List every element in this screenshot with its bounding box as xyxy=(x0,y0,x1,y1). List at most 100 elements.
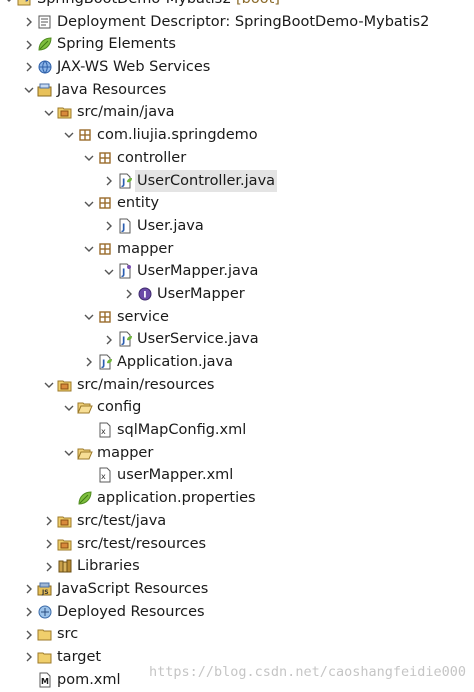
source-folder-icon xyxy=(57,513,73,529)
chevron-right-icon[interactable] xyxy=(102,328,116,351)
chevron-right-icon[interactable] xyxy=(42,533,56,556)
java-file-spring-icon: J xyxy=(97,354,113,370)
chevron-right-icon[interactable] xyxy=(22,646,36,669)
tree-item-label: sqlMapConfig.xml xyxy=(117,422,247,439)
tree-item-java-resources[interactable]: Java Resources xyxy=(0,79,474,102)
xml-file-icon: x xyxy=(97,467,113,483)
tree-item-file-userservice-java[interactable]: J UserService.java xyxy=(0,328,474,351)
tree-item-deployed-resources[interactable]: Deployed Resources xyxy=(0,601,474,624)
tree-item-folder-mapper[interactable]: mapper xyxy=(0,442,474,465)
tree-item-folder-config[interactable]: config xyxy=(0,396,474,419)
tree-item-label: src/test/java xyxy=(77,512,167,529)
tree-item-label: src/main/resources xyxy=(77,376,215,393)
chevron-down-icon[interactable] xyxy=(22,79,36,102)
tree-item-label: pom.xml xyxy=(57,671,121,688)
chevron-right-icon[interactable] xyxy=(22,601,36,624)
tree-item-label: target xyxy=(57,648,102,665)
chevron-down-icon[interactable] xyxy=(62,124,76,147)
tree-item-folder-target[interactable]: target xyxy=(0,646,474,669)
tree-item-spring-elements[interactable]: Spring Elements xyxy=(0,33,474,56)
tree-item-label: config xyxy=(97,399,142,416)
tree-item-folder-src[interactable]: src xyxy=(0,623,474,646)
tree-item-label: Java Resources xyxy=(57,81,167,98)
project-decoration: [boot] xyxy=(236,0,280,11)
tree-item-project-springbootdemo[interactable]: JSpringBootDemo-Mybatis2[boot] xyxy=(0,0,474,11)
chevron-right-icon[interactable] xyxy=(22,33,36,56)
tree-item-label: Application.java xyxy=(117,354,234,370)
tree-item-label: UserService.java xyxy=(137,331,259,348)
package-icon xyxy=(97,309,113,325)
tree-item-jax-ws-web-services[interactable]: JAX-WS Web Services xyxy=(0,56,474,79)
tree-item-label: Libraries xyxy=(77,558,140,575)
chevron-down-icon[interactable] xyxy=(82,192,96,215)
chevron-right-icon[interactable] xyxy=(82,351,96,374)
tree-item-label: JavaScript Resources xyxy=(57,580,209,597)
tree-item-src-main-resources[interactable]: src/main/resources xyxy=(0,374,474,397)
svg-text:J: J xyxy=(121,336,125,346)
chevron-right-icon[interactable] xyxy=(42,555,56,578)
chevron-right-icon[interactable] xyxy=(22,11,36,34)
chevron-right-icon[interactable] xyxy=(122,283,136,306)
folder-open-icon xyxy=(77,445,93,461)
tree-item-package-service[interactable]: service xyxy=(0,306,474,329)
chevron-down-icon[interactable] xyxy=(102,260,116,283)
chevron-down-icon[interactable] xyxy=(62,396,76,419)
chevron-right-icon[interactable] xyxy=(22,578,36,601)
tree-item-label: Spring Elements xyxy=(57,36,176,53)
tree-item-package-controller[interactable]: controller xyxy=(0,147,474,170)
spring-leaf-icon xyxy=(37,36,53,52)
tree-item-label: src/main/java xyxy=(77,104,175,121)
source-folder-icon xyxy=(57,104,73,120)
svg-text:J: J xyxy=(121,178,125,188)
maven-pom-icon: M xyxy=(37,672,53,688)
svg-text:J: J xyxy=(121,268,125,278)
tree-item-file-application-properties[interactable]: application.properties xyxy=(0,487,474,510)
chevron-right-icon[interactable] xyxy=(22,623,36,646)
chevron-right-icon[interactable] xyxy=(42,510,56,533)
package-icon xyxy=(97,241,113,257)
chevron-down-icon[interactable] xyxy=(82,238,96,261)
tree-item-label: mapper xyxy=(97,444,154,461)
svg-text:JS: JS xyxy=(41,589,49,596)
chevron-down-icon[interactable] xyxy=(82,147,96,170)
tree-item-deployment-descriptor[interactable]: Deployment Descriptor: SpringBootDemo-My… xyxy=(0,11,474,34)
tree-item-src-test-resources[interactable]: src/test/resources xyxy=(0,533,474,556)
folder-open-icon xyxy=(77,399,93,415)
tree-item-label: controller xyxy=(117,149,187,166)
tree-item-src-test-java[interactable]: src/test/java xyxy=(0,510,474,533)
java-file-interface-icon: J xyxy=(117,263,133,279)
tree-item-label: src/test/resources xyxy=(77,535,207,552)
chevron-down-icon[interactable] xyxy=(42,101,56,124)
chevron-right-icon[interactable] xyxy=(22,56,36,79)
package-icon xyxy=(77,127,93,143)
chevron-down-icon[interactable] xyxy=(2,0,16,11)
deployed-resources-icon xyxy=(37,604,53,620)
chevron-down-icon[interactable] xyxy=(82,306,96,329)
tree-item-label: com.liujia.springdemo xyxy=(97,127,258,144)
chevron-right-icon[interactable] xyxy=(102,170,116,193)
tree-item-javascript-resources[interactable]: JS JavaScript Resources xyxy=(0,578,474,601)
tree-item-src-main-java[interactable]: src/main/java xyxy=(0,101,474,124)
svg-text:I: I xyxy=(143,290,146,300)
chevron-down-icon[interactable] xyxy=(62,442,76,465)
tree-item-package-entity[interactable]: entity xyxy=(0,192,474,215)
chevron-down-icon[interactable] xyxy=(42,374,56,397)
tree-item-label: mapper xyxy=(117,240,174,257)
tree-item-package-com-liujia-springdemo[interactable]: com.liujia.springdemo xyxy=(0,124,474,147)
tree-item-label: entity xyxy=(117,195,160,212)
tree-item-label: JAX-WS Web Services xyxy=(57,59,211,76)
tree-item-package-mapper[interactable]: mapper xyxy=(0,238,474,261)
source-folder-icon xyxy=(57,536,73,552)
package-icon xyxy=(97,150,113,166)
tree-item-libraries[interactable]: Libraries xyxy=(0,555,474,578)
chevron-right-icon[interactable] xyxy=(102,215,116,238)
java-file-spring-icon: J xyxy=(117,173,133,189)
